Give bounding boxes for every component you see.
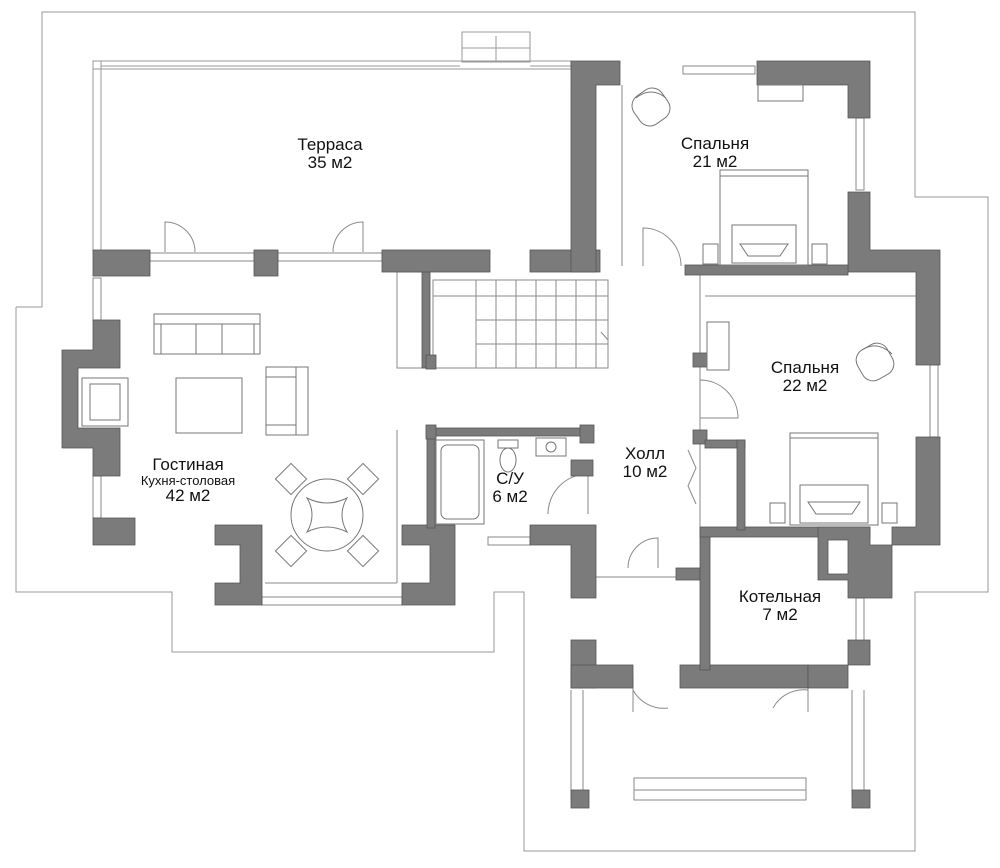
coffee-table	[175, 377, 243, 434]
room-area: 42 м2	[165, 486, 211, 506]
wardrobe	[757, 84, 804, 102]
closet-1	[706, 321, 730, 371]
terrace-frame	[92, 31, 572, 252]
bathtub	[435, 439, 485, 525]
bed-2	[769, 432, 898, 526]
room-name: Спальня	[770, 358, 840, 377]
room-label-bedroom-1: Спальня 21 м2	[655, 135, 775, 171]
armchair	[265, 366, 309, 436]
room-area: 35 м2	[307, 152, 353, 172]
toilet	[497, 439, 519, 473]
room-label-hall: Холл 10 м2	[600, 445, 690, 481]
bedroom-armchair-2	[855, 342, 895, 382]
room-name: Котельная	[738, 587, 822, 606]
room-area: 6 м2	[492, 486, 528, 506]
room-label-bathroom: С/У 6 м2	[470, 470, 550, 506]
room-label-bedroom-2: Спальня 22 м2	[745, 359, 865, 395]
walls	[61, 60, 941, 809]
room-area: 21 м2	[692, 151, 738, 171]
room-area: 10 м2	[622, 461, 668, 481]
roof-outline	[15, 11, 989, 852]
room-subtitle: Кухня-столовая	[140, 472, 236, 488]
room-name: Гостиная	[152, 455, 224, 474]
sofa	[153, 313, 261, 355]
room-area: 22 м2	[782, 375, 828, 395]
room-name: Спальня	[680, 134, 750, 153]
room-label-living: Гостиная Кухня-столовая 42 м2	[118, 456, 258, 505]
sink	[535, 437, 567, 457]
fireplace-seat	[81, 377, 129, 427]
bed-1	[702, 169, 828, 266]
room-label-terrace: Терраса 35 м2	[270, 136, 390, 172]
bedroom-armchair-1	[631, 87, 671, 127]
room-name: Холл	[624, 444, 666, 463]
room-name: С/У	[496, 469, 524, 488]
dining-table	[274, 462, 380, 568]
room-label-boiler: Котельная 7 м2	[720, 588, 840, 624]
room-area: 7 м2	[762, 604, 798, 624]
room-name: Терраса	[297, 135, 363, 154]
furniture	[81, 84, 898, 568]
